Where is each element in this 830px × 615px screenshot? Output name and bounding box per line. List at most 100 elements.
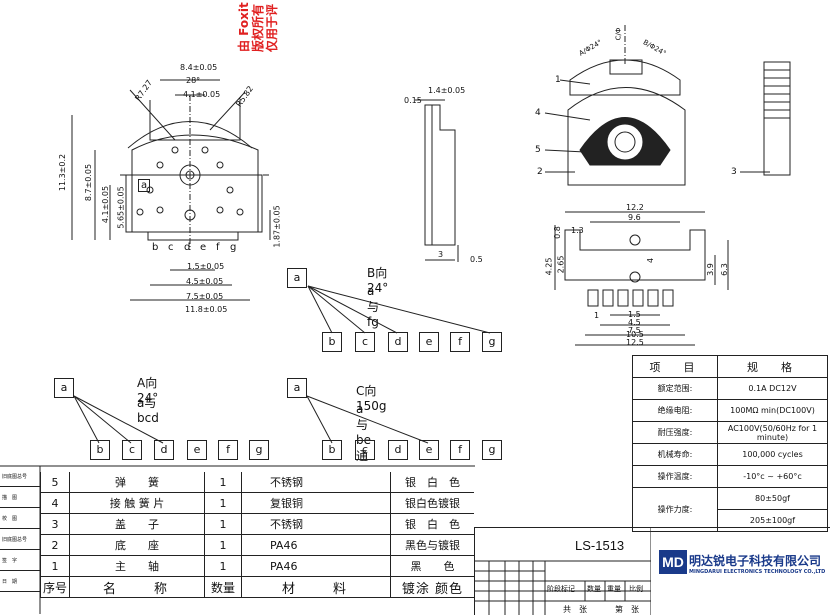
bom-no: 5 <box>40 472 70 493</box>
pcb-dim-7-5: 7.5 <box>628 326 641 335</box>
schematic-b-leaf-d: d <box>388 332 408 352</box>
schematic-b-root: a <box>287 268 307 288</box>
spec-header-item: 项 目 <box>632 355 718 378</box>
spec-item-force: 操作力度: <box>632 487 718 532</box>
schematic-b-leaf-g: g <box>482 332 502 352</box>
schematic-b-subtitle: a与fg <box>367 284 380 329</box>
schematic-c-title: C向150g <box>356 384 387 413</box>
exploded-view-body <box>544 25 791 186</box>
pcb-dim-10-5: 10.5 <box>626 330 644 339</box>
spec-value-force-2: 205±100gf <box>717 509 828 532</box>
side-label-3: 旧底图总号 <box>0 528 40 550</box>
schematic-a-root: a <box>54 378 74 398</box>
pcb-dim-0-8: 0.8 <box>552 226 562 239</box>
bom-qty: 1 <box>204 555 242 577</box>
spec-value-insulation: 100MΩ min(DC100V) <box>717 399 828 422</box>
schematic-a-leaf-d: d <box>154 440 174 460</box>
callout-3: 3 <box>731 167 737 177</box>
pin-c: c <box>168 242 174 253</box>
bom-header-qty: 数量 <box>204 576 242 598</box>
dim-4-5: 4.5±0.05 <box>186 277 224 286</box>
callout-2: 2 <box>537 167 543 177</box>
bom-row: 3 盖 子 1 不锈钢 银 白 色 <box>40 513 474 535</box>
pin-d: d <box>184 242 191 253</box>
dim-width-top: 8.4±0.05 <box>180 63 218 72</box>
bom-header-no: 序号 <box>40 576 70 598</box>
dim-1-5: 1.5±0.05 <box>187 262 225 271</box>
schematic-b-title: B向24° <box>367 266 389 295</box>
side-view-body <box>415 99 459 262</box>
schematic-b-lines <box>307 285 491 334</box>
callout-1: 1 <box>555 75 561 85</box>
pcb-dim-9-6: 9.6 <box>628 213 641 222</box>
bom-finish: 银 白 色 <box>390 513 474 535</box>
dim-a-angle: A/Φ24° <box>577 38 604 58</box>
pcb-dim-12-2: 12.2 <box>626 203 644 212</box>
spec-value-life: 100,000 cycles <box>717 443 828 466</box>
pin-b: b <box>152 242 159 253</box>
schematic-a-title: A向24° <box>137 376 159 405</box>
schematic-b-leaf-e: e <box>419 332 439 352</box>
schematic-a-subtitle: a与bcd <box>137 396 159 425</box>
schematic-c-leaf-e: e <box>419 440 439 460</box>
dim-5-65: 5.65±0.05 <box>116 186 126 229</box>
schematic-c-leaf-g: g <box>482 440 502 460</box>
bom-no: 2 <box>40 534 70 556</box>
dim-r7: R7.27 <box>133 78 155 103</box>
spec-item-rating: 额定范围: <box>632 377 718 400</box>
schematic-a-leaf-g: g <box>249 440 269 460</box>
dim-height: 11.3±0.2 <box>58 153 68 192</box>
company-logo-icon: MD <box>659 550 687 574</box>
schematic-b-leaf-f: f <box>450 332 470 352</box>
spec-item-voltage: 耐压强度: <box>632 421 718 444</box>
bom-finish: 黑色与镀银 <box>390 534 474 556</box>
pcb-dim-6-3: 6.3 <box>719 263 729 276</box>
side-dim-3: 3 <box>438 250 444 259</box>
stage-mark: 阶段标记 <box>547 585 575 593</box>
dim-b-angle: B/Φ24° <box>641 38 668 58</box>
bom-name: 接 触 簧 片 <box>69 492 205 514</box>
dim-c: C/Φ <box>614 27 623 41</box>
side-dim-1-4: 1.4±0.05 <box>428 86 466 95</box>
scale-label: 比例 <box>629 585 643 593</box>
front-view-body <box>71 79 271 301</box>
bom-qty: 1 <box>204 534 242 556</box>
pcb-dim-1-5: 1.5 <box>628 310 641 319</box>
company-name-en: MINGDARUI ELECTRONICS TECHNOLOGY CO.,LTD <box>689 569 826 575</box>
pcb-dim-2-65: 2.65 <box>556 255 566 274</box>
dim-4-1-side: 4.1±0.05 <box>101 185 111 224</box>
bom-header-name: 名 称 <box>69 576 205 598</box>
side-label-4: 签 字 <box>0 549 40 571</box>
bom-no: 4 <box>40 492 70 514</box>
bom-finish: 银白色镀银 <box>390 492 474 514</box>
quantity-label: 数量 <box>587 585 601 593</box>
weight-label: 重量 <box>607 585 621 593</box>
spec-item-insulation: 绝缘电阻: <box>632 399 718 422</box>
spec-item-temp: 操作温度: <box>632 465 718 488</box>
side-dim-0-15: 0.15 <box>404 96 422 105</box>
bom-finish: 黑 色 <box>390 555 474 577</box>
dim-4-1: 4.1±0.05 <box>183 90 221 99</box>
dim-11-8: 11.8±0.05 <box>185 305 228 314</box>
spec-table: 项 目 规 格 额定范围:0.1A DC12V 绝缘电阻:100MΩ min(D… <box>632 355 828 532</box>
pcb-footprint <box>554 211 729 346</box>
side-dim-0-5: 0.5 <box>470 255 483 264</box>
pcb-dim-4-5: 4.5 <box>628 318 641 327</box>
side-label-column: 旧底图总号 描 图 校 图 旧底图总号 签 字 日 期 <box>0 466 40 592</box>
callout-5: 5 <box>535 145 541 155</box>
schematic-a-lines <box>73 395 164 444</box>
title-block-lines <box>475 528 651 615</box>
dim-1-87: 1.87±0.05 <box>272 205 282 248</box>
bom-qty: 1 <box>204 472 242 493</box>
bom-material: 不锈钢 <box>241 513 391 535</box>
dim-8-7: 8.7±0.05 <box>84 163 94 202</box>
front-marker-a: a <box>138 179 151 192</box>
schematic-c-leaf-d: d <box>388 440 408 460</box>
bom-row: 5 弹 簧 1 不锈钢 银 白 色 <box>40 472 474 493</box>
bom-material: PA46 <box>241 555 391 577</box>
pin-e: e <box>200 242 207 253</box>
bom-row: 2 底 座 1 PA46 黑色与镀银 <box>40 534 474 556</box>
bom-header: 序号 名 称 数量 材 料 镀涂 颜色 <box>40 576 474 598</box>
